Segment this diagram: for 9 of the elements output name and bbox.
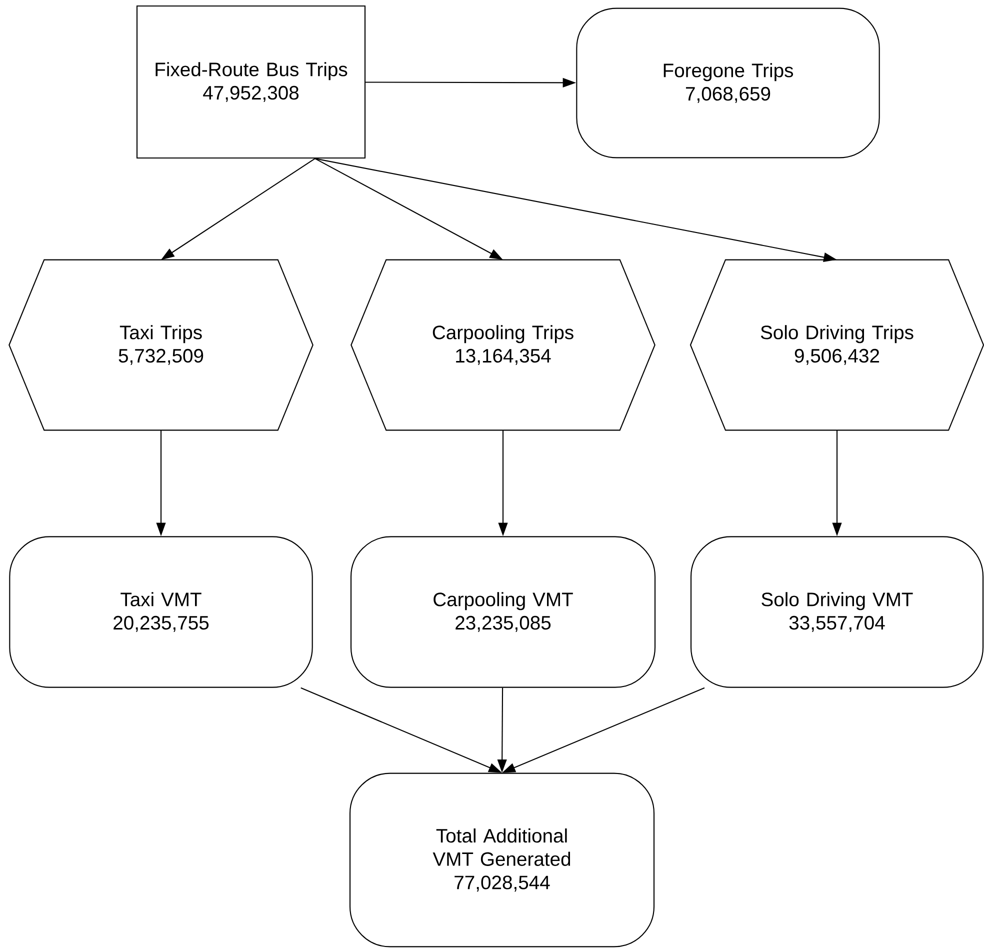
hexagon-box: Taxi Trips 5,732,509 (8, 259, 314, 431)
hexagon-box: Solo Driving Trips 9,506,432 (690, 259, 984, 431)
rounded-box: Total Additional VMT Generated 77,028,544 (349, 772, 655, 948)
rounded-box: Taxi VMT 20,235,755 (9, 536, 313, 688)
hexagon-box: Carpooling Trips 13,164,354 (350, 259, 656, 431)
rounded-box: Foregone Trips 7,068,659 (576, 8, 880, 158)
process-box: Fixed-Route Bus Trips 47,952,308 (136, 5, 366, 159)
rounded-box: Solo Driving VMT 33,557,704 (690, 536, 984, 688)
rounded-box: Carpooling VMT 23,235,085 (350, 536, 656, 688)
